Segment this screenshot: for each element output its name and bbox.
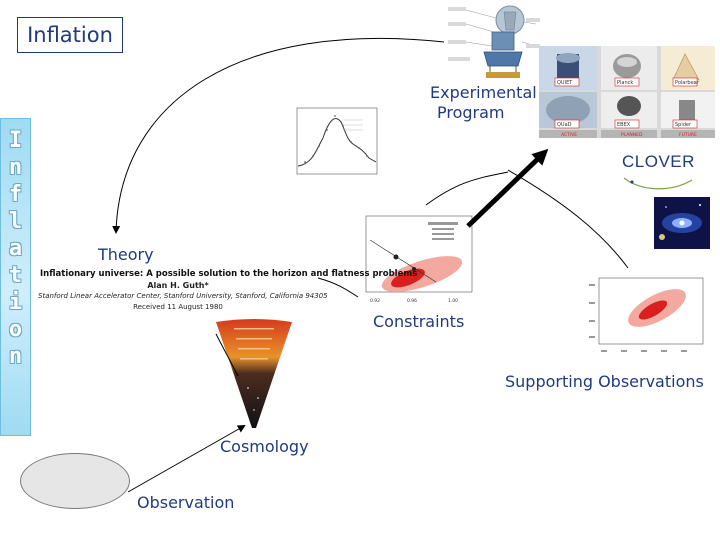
experiment-tag-box <box>614 77 640 87</box>
supporting-observations-label: Supporting Observations <box>505 372 704 391</box>
experiment-status-label: PLANNED <box>621 132 643 138</box>
observation-oval <box>20 453 130 509</box>
side-letter: a <box>8 236 23 261</box>
side-letter: I <box>8 128 23 153</box>
paper-affiliation: Stanford Linear Accelerator Center, Stan… <box>38 292 328 300</box>
clover-logo-swoosh <box>623 177 693 190</box>
inflation-paper-citation: Inflationary universe: A possible soluti… <box>38 267 417 317</box>
paper-title: Inflationary universe: A possible soluti… <box>40 269 418 279</box>
experiment-tag-box <box>672 119 698 129</box>
paper-author: Alan H. Guth* <box>147 281 209 290</box>
vertical-title: I n f l a t i o n <box>1 127 30 370</box>
theory-label: Theory <box>98 245 154 264</box>
experiment-tag-label: QUIET <box>557 80 573 86</box>
experimental-label-line1: Experimental <box>430 83 537 102</box>
cosmology-label: Cosmology <box>220 437 309 456</box>
power-spectrum-plot <box>283 100 381 186</box>
side-title-bar: I n f l a t i o n <box>0 118 31 436</box>
side-letter: n <box>8 344 23 369</box>
experiment-tag-label: QUaD <box>557 122 572 128</box>
title-box: Inflation <box>17 17 123 53</box>
experiment-status-label: FUTURE <box>679 132 697 138</box>
experiment-tag-label: Spider <box>675 122 692 128</box>
experiment-tag-box <box>554 119 580 129</box>
side-letter: l <box>8 209 23 234</box>
cosmic-history-cone <box>216 319 292 428</box>
side-letter: i <box>8 290 23 315</box>
svg-text:1.00: 1.00 <box>448 298 458 304</box>
experiment-status-label: ACTIVE <box>561 132 577 138</box>
side-letter: o <box>8 317 23 342</box>
satellite-illustration <box>446 2 542 80</box>
galaxy-image <box>654 197 710 249</box>
page-title: Inflation <box>27 23 113 47</box>
svg-text:0.92: 0.92 <box>370 298 380 304</box>
side-letter: n <box>8 155 23 180</box>
constraints-plot: 0.92 0.96 1.00 <box>352 212 476 308</box>
experimental-program-label: Experimental Program <box>430 83 537 123</box>
experiment-tag-box <box>554 77 580 87</box>
experiment-tag-label: Planck <box>617 80 633 86</box>
experimental-label-line2: Program <box>437 103 505 122</box>
experiment-tag-box <box>672 77 698 87</box>
supporting-observations-plot <box>585 272 707 358</box>
experiment-tag-label: EBEX <box>617 122 631 128</box>
experiment-tag-label: Polarbear <box>675 80 700 86</box>
observation-label: Observation <box>137 493 235 512</box>
side-letter: t <box>8 263 23 288</box>
constraints-label: Constraints <box>373 312 465 331</box>
svg-text:0.96: 0.96 <box>407 298 417 304</box>
side-letter: f <box>8 182 23 207</box>
clover-logo: CLOVER <box>622 152 695 171</box>
paper-received: Received 11 August 1980 <box>133 303 223 311</box>
experiment-tag-box <box>614 119 640 129</box>
